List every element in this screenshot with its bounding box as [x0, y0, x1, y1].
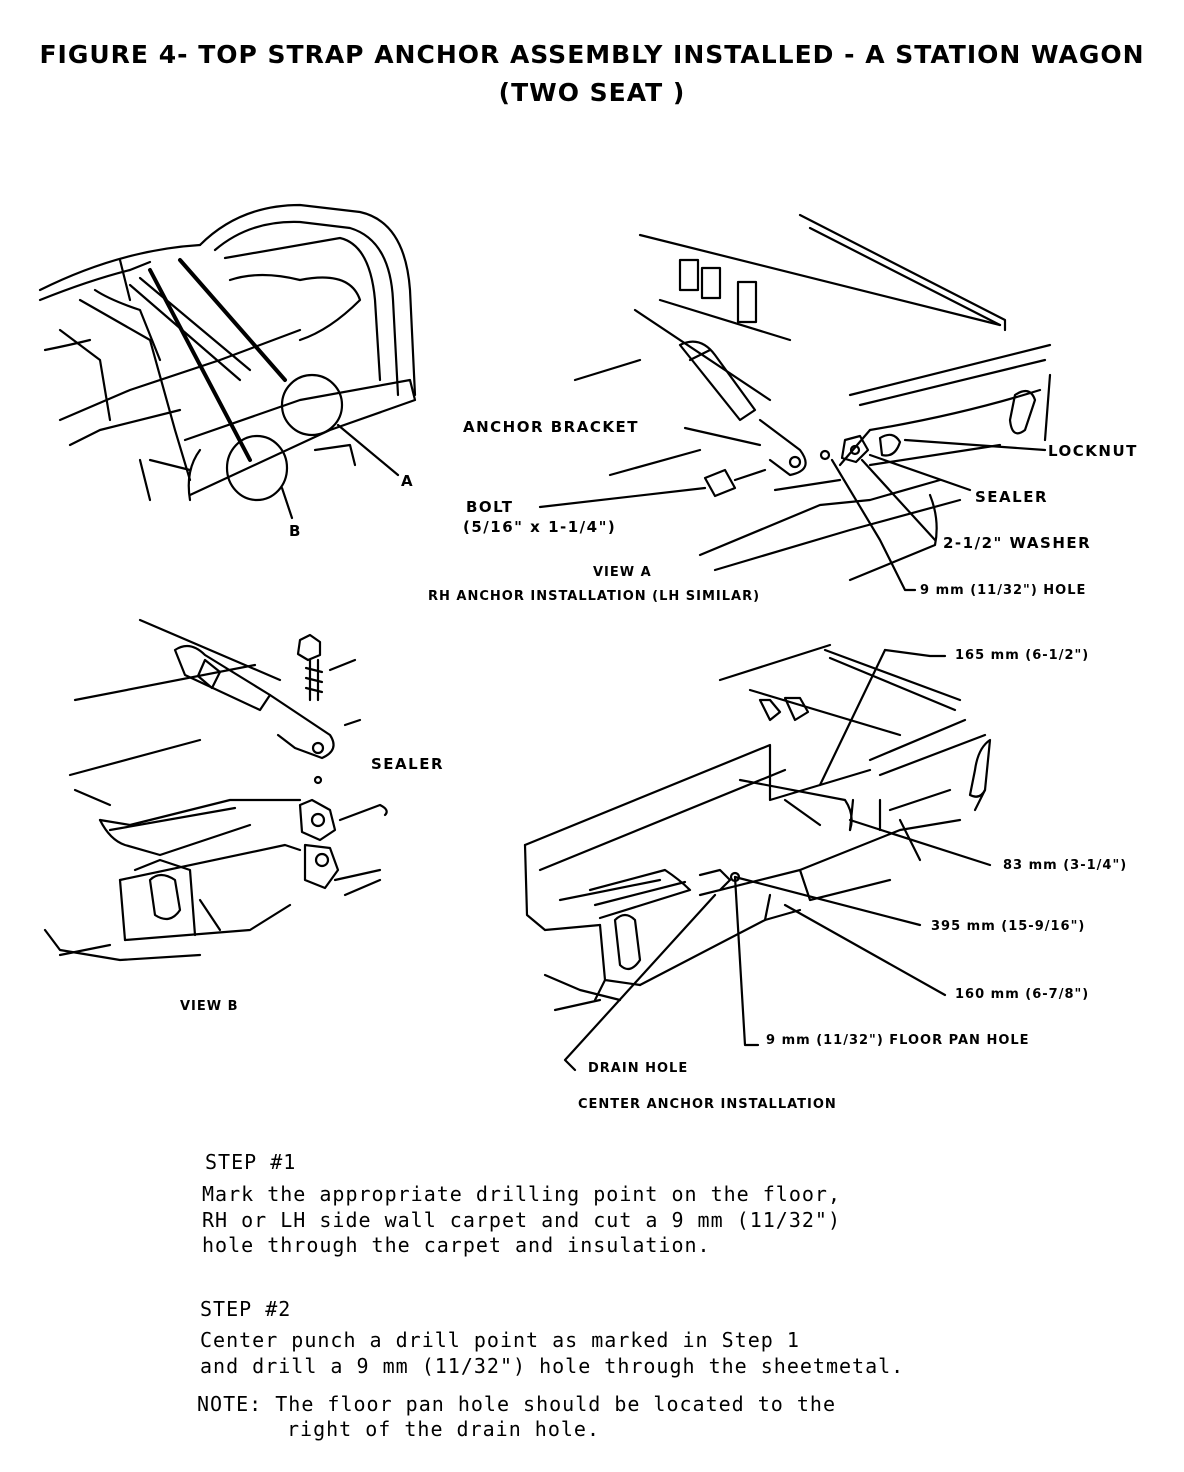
center-anchor-caption: CENTER ANCHOR INSTALLATION [578, 1097, 837, 1112]
view-b-sealer-label: SEALER [371, 755, 445, 773]
step2-line1: Center punch a drill point as marked in … [200, 1328, 800, 1352]
view-a-bolt-label: BOLT [466, 498, 514, 516]
note-line2: right of the drain hole. [287, 1417, 600, 1441]
dimension-165mm-label: 165 mm (6-1/2") [955, 648, 1090, 663]
wagon-cargo-overview-drawing [38, 203, 417, 520]
step2-heading: STEP #2 [200, 1297, 292, 1321]
dimension-160mm-label: 160 mm (6-7/8") [955, 987, 1090, 1002]
view-a-bolt-size-label: (5/16" x 1-1/4") [463, 518, 617, 536]
figure-title: FIGURE 4- TOP STRAP ANCHOR ASSEMBLY INST… [39, 40, 1145, 69]
step1-line3: hole through the carpet and insulation. [202, 1233, 711, 1257]
view-a-sealer-label: SEALER [975, 488, 1049, 506]
overview-callout-a: A [401, 472, 415, 490]
view-a-drawing [538, 213, 1052, 592]
view-a-subcaption: RH ANCHOR INSTALLATION (LH SIMILAR) [428, 589, 761, 604]
note-line1: NOTE: The floor pan hole should be locat… [197, 1392, 837, 1416]
view-b-drawing [43, 618, 388, 962]
overview-callout-b: B [289, 522, 302, 540]
center-anchor-drawing [523, 643, 992, 1072]
view-a-hole-label: 9 mm (11/32") HOLE [920, 583, 1087, 598]
view-a-caption: VIEW A [593, 565, 652, 580]
step1-line1: Mark the appropriate drilling point on t… [202, 1182, 842, 1206]
dimension-83mm-label: 83 mm (3-1/4") [1003, 858, 1128, 873]
view-a-washer-label: 2-1/2" WASHER [943, 534, 1092, 552]
floor-pan-hole-label: 9 mm (11/32") FLOOR PAN HOLE [766, 1033, 1030, 1048]
step2-line2: and drill a 9 mm (11/32") hole through t… [200, 1354, 905, 1378]
step1-line2: RH or LH side wall carpet and cut a 9 mm… [202, 1208, 842, 1232]
drain-hole-label: DRAIN HOLE [588, 1061, 689, 1076]
view-b-caption: VIEW B [180, 999, 239, 1014]
view-a-locknut-label: LOCKNUT [1048, 442, 1138, 460]
figure-subtitle: (TWO SEAT ) [498, 78, 686, 107]
step1-heading: STEP #1 [205, 1150, 297, 1174]
view-a-anchor-bracket-label: ANCHOR BRACKET [463, 418, 639, 436]
dimension-395mm-label: 395 mm (15-9/16") [931, 919, 1086, 934]
